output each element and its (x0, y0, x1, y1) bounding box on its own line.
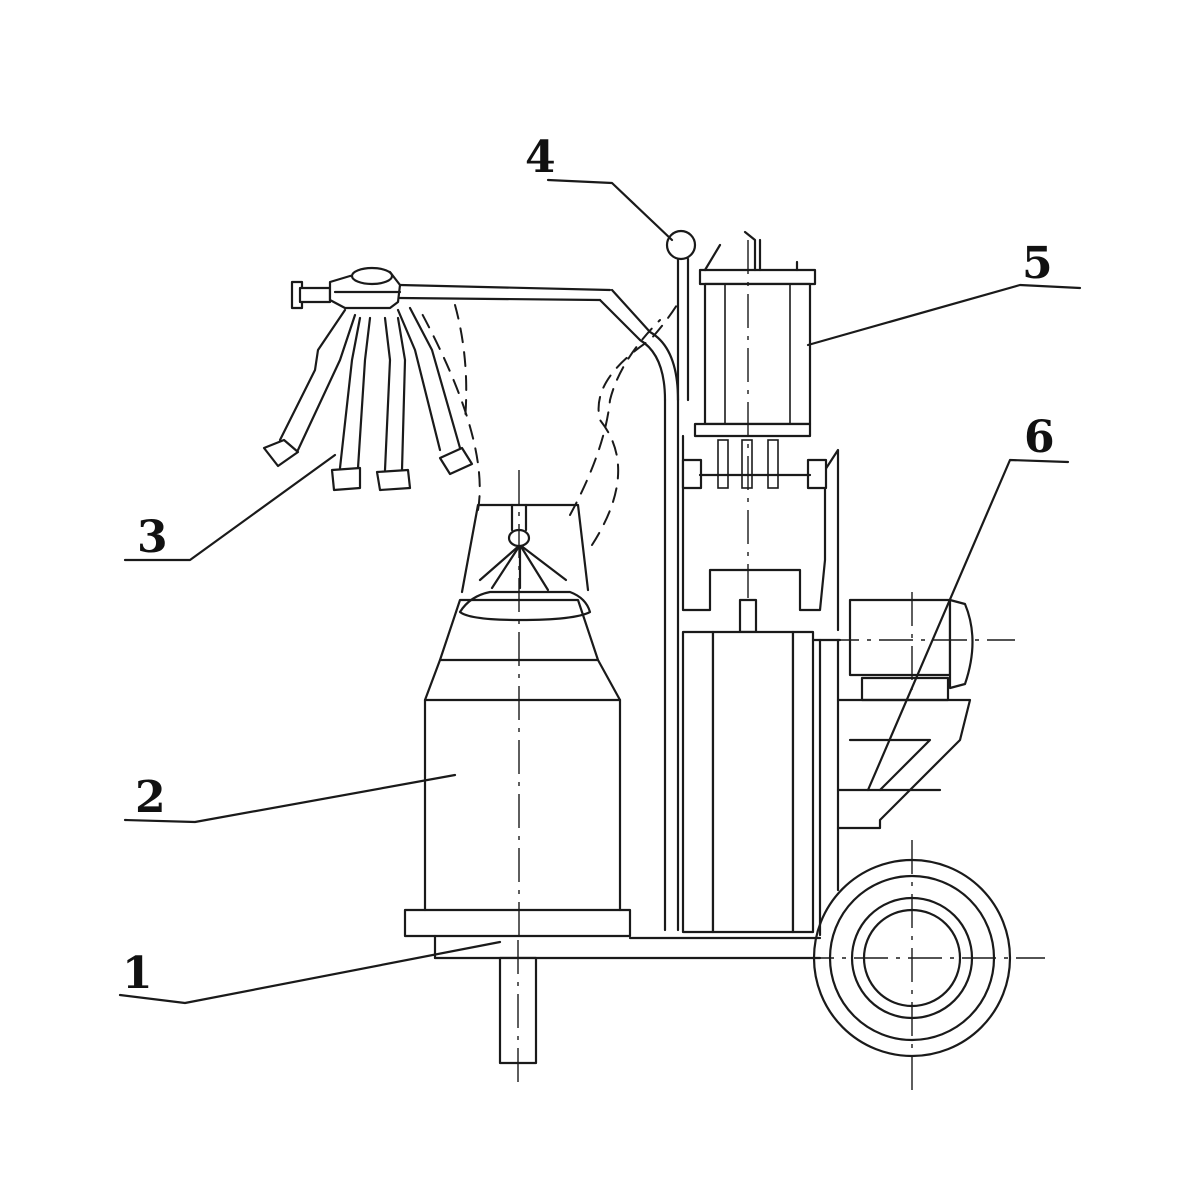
chassis (403, 908, 822, 1090)
wheel (800, 840, 1045, 1090)
callout-1: 1 (122, 948, 153, 999)
callout-labels: 1 2 3 4 5 6 (122, 132, 1055, 999)
callout-5: 5 (1022, 238, 1053, 289)
callout-4: 4 (525, 132, 556, 183)
callout-leaders (118, 178, 1082, 1005)
frame-column (398, 283, 680, 932)
callout-6: 6 (1024, 412, 1055, 463)
electric-motor (825, 592, 1015, 830)
pulsator-cylinder (693, 230, 817, 620)
teat-cups (262, 306, 474, 492)
vacuum-gauge (665, 229, 697, 402)
milking-claw (290, 266, 402, 310)
milk-hoses (419, 299, 681, 546)
callout-3: 3 (137, 512, 168, 563)
callout-2: 2 (135, 772, 166, 823)
vacuum-pump (681, 434, 842, 937)
milk-can (423, 470, 622, 935)
